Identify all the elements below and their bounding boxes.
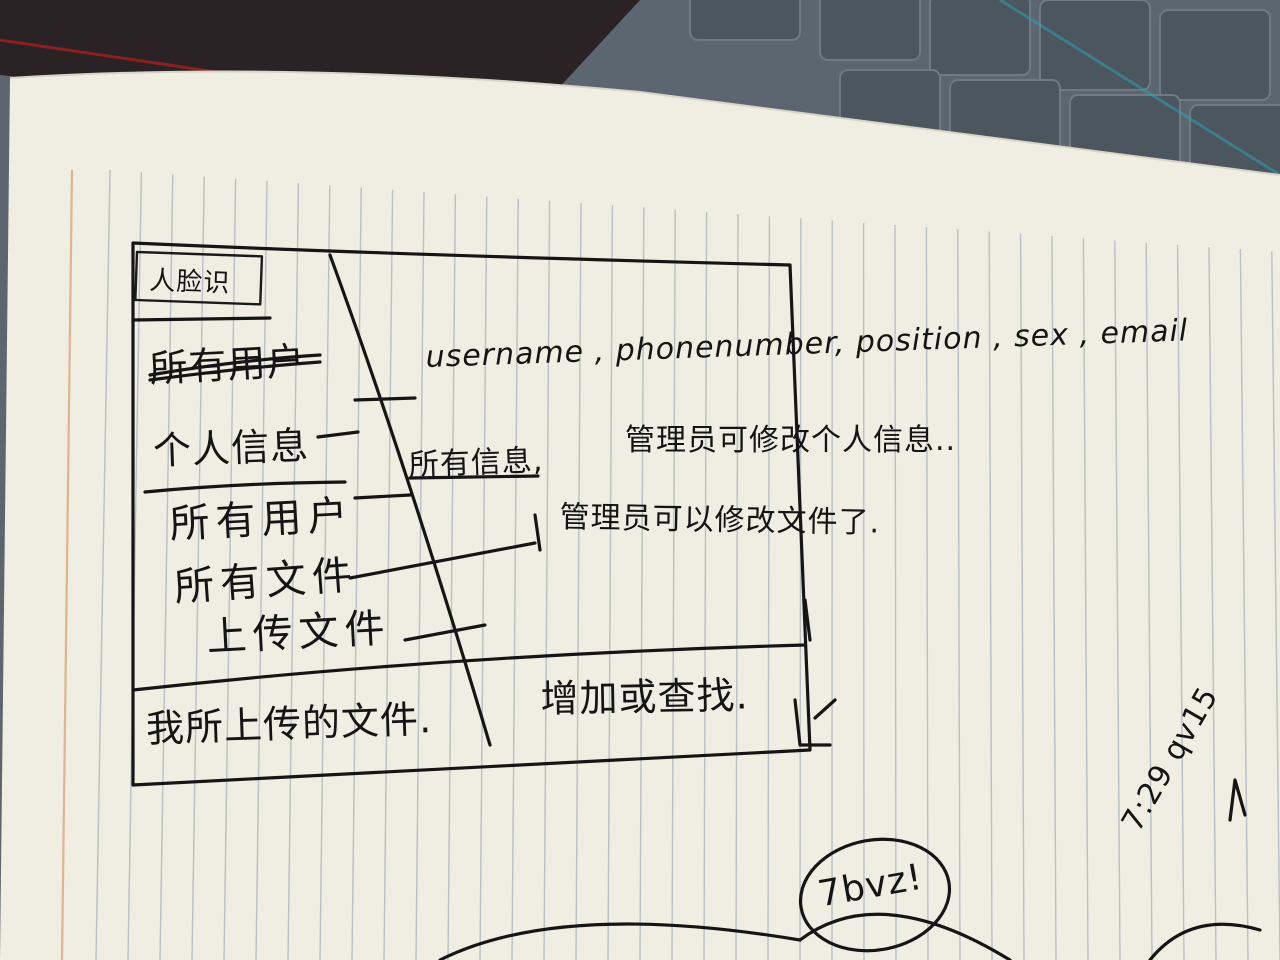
ruled-line xyxy=(799,218,802,960)
logo-box xyxy=(134,250,264,306)
wireframe-frame xyxy=(131,241,812,787)
ruled-line xyxy=(703,211,708,960)
ruled-line xyxy=(735,213,739,960)
bottom-add-or-search: 增加或查找. xyxy=(540,673,749,721)
ruled-line xyxy=(1114,240,1121,960)
note-admin-edit-user: 管理员可修改个人信息.. xyxy=(625,423,957,458)
ruled-line xyxy=(988,231,993,960)
ruled-line xyxy=(671,209,676,960)
bottom-my-uploads: 我所上传的文件. xyxy=(145,697,433,751)
ruled-line xyxy=(479,196,488,960)
note-admin-edit-files: 管理员可以修改文件了. xyxy=(559,499,881,541)
ruled-line xyxy=(607,205,614,960)
ruled-line xyxy=(1271,251,1280,960)
ruled-line xyxy=(543,200,551,960)
menu-item-struck: 所有用户 xyxy=(148,338,307,391)
ruled-line xyxy=(1145,242,1153,960)
ruled-line xyxy=(957,229,961,960)
menu-item-all-users: 所有用户 xyxy=(168,492,355,548)
ruled-line xyxy=(925,227,929,960)
ruled-line xyxy=(1208,246,1217,960)
margin-line xyxy=(60,169,74,960)
ruled-line xyxy=(1239,249,1249,960)
ruled-line xyxy=(1176,244,1185,960)
menu-item-personal-info: 个人信息 xyxy=(152,423,310,473)
ruled-line xyxy=(383,189,394,960)
teal-edge xyxy=(999,0,1280,177)
note-all-info: 所有信息, xyxy=(408,443,544,483)
ruled-line xyxy=(767,216,771,960)
ruled-line xyxy=(159,174,174,960)
bottom-bar-top xyxy=(131,643,807,692)
ruled-line xyxy=(447,194,457,960)
ruled-line xyxy=(287,183,300,960)
ruled-line xyxy=(223,178,237,960)
ruled-line xyxy=(575,202,582,960)
bubble-doodle xyxy=(798,837,952,953)
ruled-line xyxy=(319,185,331,960)
ruled-line xyxy=(894,224,897,960)
menu-item-upload-file: 上传文件 xyxy=(205,605,392,661)
ruled-line xyxy=(415,191,425,960)
sidebar-divider xyxy=(328,253,492,747)
ruled-line xyxy=(1082,238,1089,960)
ruled-lines xyxy=(95,169,1280,960)
ruled-line xyxy=(95,169,111,960)
ruled-line xyxy=(127,172,143,960)
ruled-line xyxy=(255,180,268,960)
ruled-line xyxy=(1051,235,1057,960)
ruled-line xyxy=(191,176,205,960)
ruled-line xyxy=(351,187,362,960)
ruled-line xyxy=(511,198,519,960)
ruled-line xyxy=(1019,233,1025,960)
logo-text: 人脸识 xyxy=(148,265,231,299)
ruled-line xyxy=(639,207,645,960)
